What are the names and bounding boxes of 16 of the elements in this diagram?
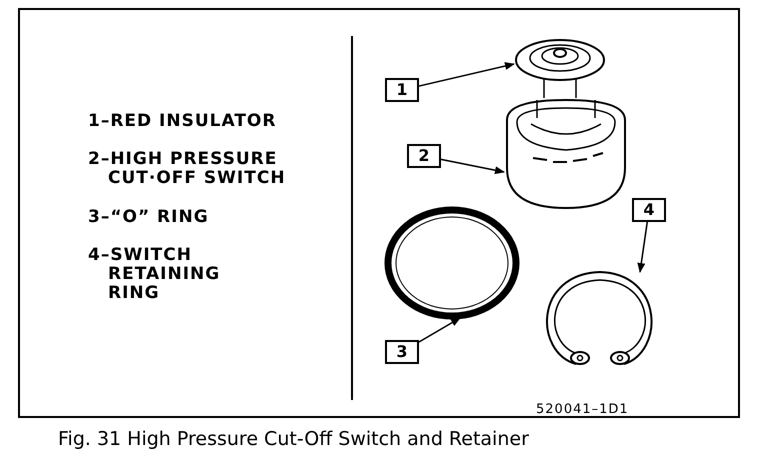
- part-list-item: 3–“O” RING: [88, 208, 210, 227]
- callout-number: 2: [407, 144, 441, 168]
- leader-arrow: [440, 158, 505, 174]
- leader-arrow: [637, 222, 648, 273]
- leader-arrow: [418, 317, 461, 343]
- part-list-item: 1–RED INSULATOR: [88, 112, 278, 131]
- part-list-item: 2–HIGH PRESSURE CUT·OFF SWITCH: [88, 150, 287, 188]
- o-ring-drawing: [382, 205, 522, 321]
- switch-drawing: [503, 98, 629, 210]
- part-list-item: 4–SWITCH RETAINING RING: [88, 246, 222, 303]
- leader-arrow: [418, 62, 515, 87]
- callout-number: 1: [385, 78, 419, 102]
- figure-caption: Fig. 31 High Pressure Cut-Off Switch and Retainer: [58, 428, 529, 450]
- callout-number: 3: [385, 340, 419, 364]
- callout-number: 4: [632, 198, 666, 222]
- figure-code: 520041–1D1: [536, 401, 630, 419]
